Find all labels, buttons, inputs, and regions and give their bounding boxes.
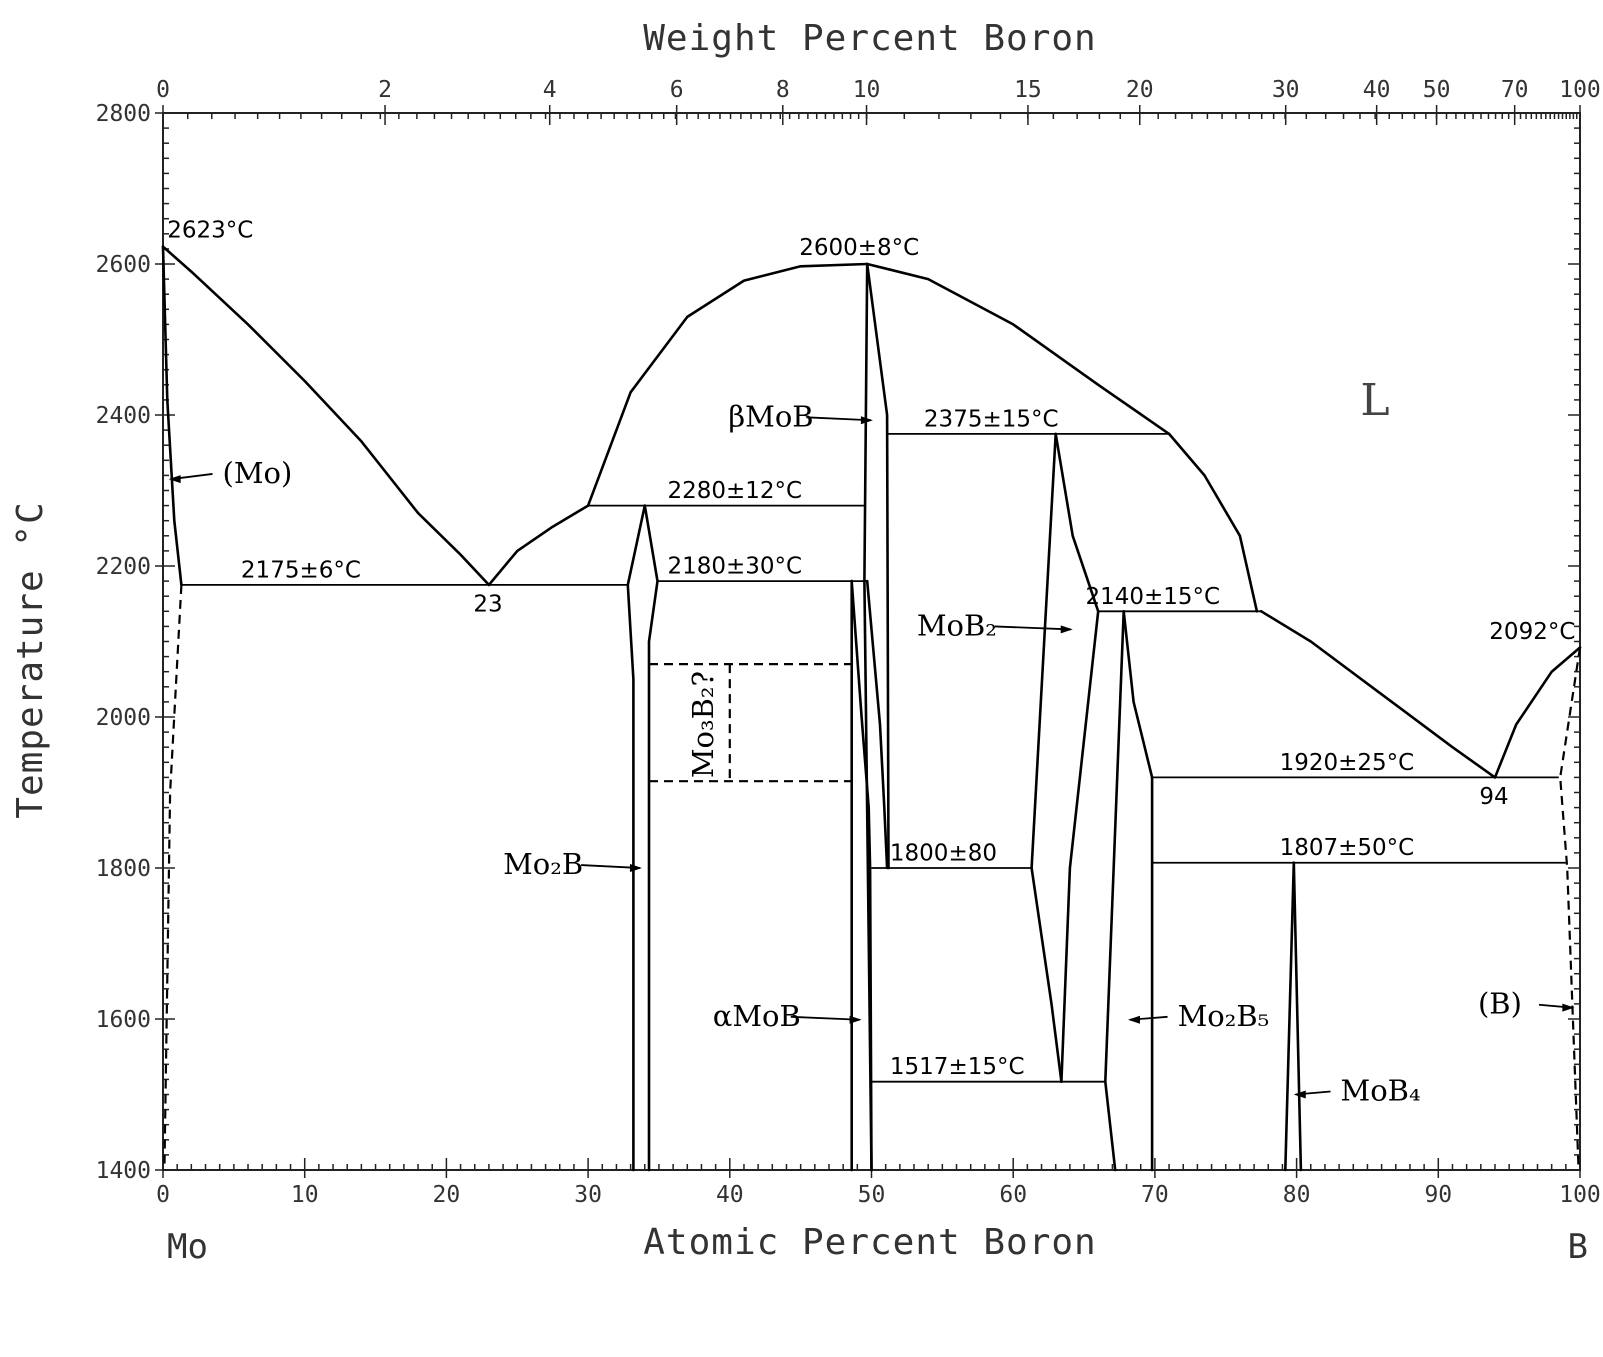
phase-boundary-curve bbox=[643, 504, 659, 1172]
x2-tick-label: 20 bbox=[1126, 77, 1154, 103]
label-arrow-line bbox=[994, 625, 1071, 631]
x-tick-label: 70 bbox=[1141, 1182, 1169, 1208]
x2-tick-label: 4 bbox=[543, 77, 557, 103]
label-arrow-line bbox=[806, 416, 871, 422]
phase-label: Mo₂B₅ bbox=[1178, 999, 1270, 1033]
phase-boundary-curve bbox=[161, 245, 183, 587]
x2-tick-label: 8 bbox=[776, 77, 790, 103]
y-tick-label: 2800 bbox=[96, 101, 151, 127]
x2-tick-label: 70 bbox=[1501, 77, 1529, 103]
phase-boundary-curve bbox=[1259, 610, 1497, 779]
temperature-label: 2175±6°C bbox=[241, 557, 361, 583]
x2-tick-label: 10 bbox=[853, 77, 881, 103]
x-tick-label: 100 bbox=[1559, 1182, 1601, 1208]
temperature-label: 1517±15°C bbox=[890, 1054, 1025, 1080]
phase-boundary-curve bbox=[850, 579, 873, 1172]
phase-label: MoB₄ bbox=[1341, 1074, 1421, 1108]
x2-tick-label: 50 bbox=[1423, 77, 1451, 103]
phase-boundary-curve bbox=[1054, 432, 1100, 613]
label-arrow-head bbox=[1060, 625, 1073, 634]
x2-axis-title: Weight Percent Boron bbox=[643, 18, 1096, 59]
x-tick-label: 0 bbox=[156, 1182, 170, 1208]
temperature-label: 2092°C bbox=[1489, 619, 1575, 645]
x2-tick-label: 6 bbox=[670, 77, 684, 103]
x2-tick-label: 2 bbox=[378, 77, 392, 103]
phase-label: βMoB bbox=[728, 399, 813, 433]
x-tick-label: 80 bbox=[1283, 1182, 1311, 1208]
label-arrow-head bbox=[629, 864, 642, 872]
x-tick-label: 30 bbox=[574, 1182, 602, 1208]
dashed-boundary bbox=[163, 584, 183, 1171]
phase-label: αMoB bbox=[713, 999, 801, 1033]
x-tick-label: 20 bbox=[433, 1182, 461, 1208]
phase-label: L bbox=[1360, 375, 1389, 426]
label-arrow-head bbox=[1127, 1015, 1140, 1024]
phase-boundary-curve bbox=[1122, 610, 1154, 779]
temperature-label: 1920±25°C bbox=[1280, 750, 1415, 776]
phase-boundary-curve bbox=[1030, 432, 1057, 870]
curves-layer bbox=[161, 245, 1582, 1172]
x-tick-label: 40 bbox=[716, 1182, 744, 1208]
phase-boundary-curve bbox=[865, 262, 1171, 436]
temperature-label: 2140±15°C bbox=[1085, 584, 1220, 610]
y-tick-label: 1800 bbox=[96, 856, 151, 882]
temperature-label: 2280±12°C bbox=[667, 478, 802, 504]
label-arrow-head bbox=[168, 475, 181, 484]
y-axis-title: Temperature °C bbox=[10, 501, 51, 818]
phase-boundary-curve bbox=[1292, 861, 1303, 1172]
temperature-label: 2600±8°C bbox=[799, 235, 919, 261]
phase-boundary-curve bbox=[626, 583, 635, 1172]
x-tick-label: 10 bbox=[291, 1182, 319, 1208]
phase-boundary-curve bbox=[161, 245, 491, 587]
dashed-boundary bbox=[1559, 647, 1582, 1171]
temperature-label: 1807±50°C bbox=[1280, 835, 1415, 861]
x2-tick-label: 15 bbox=[1014, 77, 1042, 103]
phase-boundary-curve bbox=[487, 504, 590, 587]
y-tick-label: 2600 bbox=[96, 252, 151, 278]
phase-label: Mo₂B bbox=[503, 847, 583, 881]
phase-boundary-curve bbox=[1030, 866, 1063, 1083]
x-axis-title: Atomic Percent Boron bbox=[643, 1222, 1096, 1263]
label-arrow-line bbox=[790, 1015, 860, 1021]
x-tick-label: 90 bbox=[1424, 1182, 1452, 1208]
y-tick-label: 2000 bbox=[96, 705, 151, 731]
phase-boundary-curve bbox=[1284, 861, 1296, 1172]
phase-label: MoB₂ bbox=[917, 608, 997, 642]
y-tick-label: 2200 bbox=[96, 554, 151, 580]
y-tick-label: 2400 bbox=[96, 403, 151, 429]
x2-tick-label: 100 bbox=[1559, 77, 1601, 103]
phase-boundary-curve bbox=[1060, 610, 1100, 1083]
phase-label: Mo₃B₂? bbox=[686, 671, 720, 778]
y-tick-label: 1600 bbox=[96, 1007, 151, 1033]
x2-tick-label: 30 bbox=[1272, 77, 1300, 103]
left-element-label: Mo bbox=[167, 1227, 208, 1267]
temperature-label: 2623°C bbox=[167, 218, 253, 244]
phase-label: (Mo) bbox=[223, 456, 293, 490]
phase-label: (B) bbox=[1478, 987, 1522, 1021]
phase-boundary-curve bbox=[1104, 610, 1125, 1172]
phase-boundary-curve bbox=[626, 504, 647, 587]
label-arrow-head bbox=[1293, 1090, 1306, 1099]
temperature-label: 1800±80 bbox=[890, 840, 997, 866]
temperature-label: 2375±15°C bbox=[924, 406, 1059, 432]
phase-boundary-curve bbox=[1493, 646, 1582, 779]
x2-tick-label: 0 bbox=[156, 77, 170, 103]
right-element-label: B bbox=[1568, 1227, 1588, 1267]
phase-boundary-curve bbox=[586, 262, 869, 507]
phase-boundary-curve bbox=[865, 262, 890, 870]
x-tick-label: 60 bbox=[999, 1182, 1027, 1208]
temperature-label: 2180±30°C bbox=[667, 554, 802, 580]
phase-boundary-curve bbox=[1167, 432, 1259, 613]
x2-tick-label: 40 bbox=[1363, 77, 1391, 103]
label-arrow-head bbox=[1562, 1003, 1575, 1012]
phase-boundary-curve bbox=[865, 579, 889, 870]
label-arrow-head bbox=[849, 1015, 862, 1024]
y-tick-label: 1400 bbox=[96, 1158, 151, 1184]
temperature-label: 23 bbox=[473, 591, 502, 617]
x-tick-label: 50 bbox=[858, 1182, 886, 1208]
temperature-label: 94 bbox=[1479, 784, 1508, 810]
label-arrow-head bbox=[860, 416, 873, 425]
